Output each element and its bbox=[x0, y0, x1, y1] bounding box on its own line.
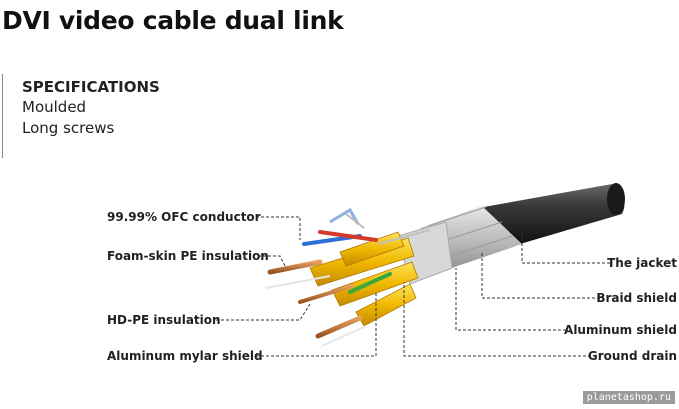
leader-ground-drain bbox=[403, 282, 596, 357]
spec-divider bbox=[2, 74, 3, 158]
leader-jacket bbox=[521, 232, 610, 264]
leader-mylar-shield bbox=[256, 292, 377, 357]
spec-item-moulded: Moulded bbox=[22, 98, 87, 116]
spec-item-long-screws: Long screws bbox=[22, 119, 115, 137]
label-braid-shield: Braid shield bbox=[596, 291, 677, 305]
leader-hdpe-insulation bbox=[216, 303, 311, 321]
label-hdpe-insulation: HD-PE insulation bbox=[107, 313, 221, 327]
jacket-segment bbox=[478, 183, 625, 244]
label-ofc-conductor: 99.99% OFC conductor bbox=[107, 210, 261, 224]
watermark: planetashop.ru bbox=[582, 391, 675, 404]
label-foam-insulation: Foam-skin PE insulation bbox=[107, 249, 269, 263]
leader-aluminum bbox=[455, 268, 566, 331]
ground-drain-wire bbox=[377, 229, 431, 245]
label-jacket: The jacket bbox=[607, 256, 677, 270]
leader-lines-left bbox=[216, 216, 377, 357]
label-ground-drain: Ground drain bbox=[587, 349, 677, 363]
label-mylar-shield: Aluminum mylar shield bbox=[107, 349, 263, 363]
leader-ofc-conductor bbox=[256, 216, 301, 240]
leader-lines-right bbox=[403, 232, 610, 357]
conductor-wires bbox=[265, 207, 392, 347]
label-aluminum-shield: Aluminum shield bbox=[564, 323, 677, 337]
mylar-shield-pairs bbox=[309, 231, 419, 327]
leader-braid bbox=[481, 252, 600, 299]
leader-foam-insulation bbox=[258, 255, 287, 269]
page-title: DVI video cable dual link bbox=[2, 6, 344, 35]
spec-heading: SPECIFICATIONS bbox=[22, 78, 160, 96]
